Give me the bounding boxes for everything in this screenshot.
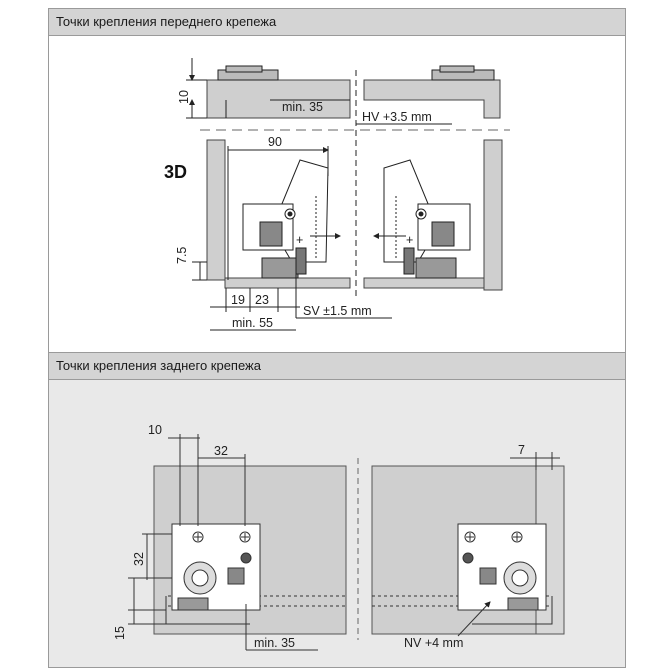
front-dim-10: 10 xyxy=(177,90,191,104)
front-left-side-wall xyxy=(206,139,226,281)
front-dim-hv: HV +3.5 mm xyxy=(362,110,432,124)
rear-dim-7: 7 xyxy=(518,443,525,457)
front-left-mechanism: + xyxy=(242,159,341,279)
rear-dim-32-vertical: 32 xyxy=(132,552,146,566)
front-left-bottom-rail xyxy=(224,277,351,289)
svg-text:+: + xyxy=(296,233,303,247)
front-3d-badge: 3D xyxy=(164,162,187,182)
rear-dim-32-horizontal: 32 xyxy=(214,444,228,458)
front-dim-7-5: 7.5 xyxy=(175,247,189,264)
front-section-title: Точки крепления переднего крепежа xyxy=(56,14,277,29)
front-dim-min35: min. 35 xyxy=(282,100,323,114)
front-dim-19: 19 xyxy=(231,293,245,307)
front-right-mechanism: + xyxy=(373,159,471,279)
rear-diagram xyxy=(128,434,565,651)
rear-section-title: Точки крепления заднего крепежа xyxy=(56,358,261,373)
front-right-bottom-rail xyxy=(363,277,485,289)
front-dim-min55: min. 55 xyxy=(232,316,273,330)
front-dim-sv: SV ±1.5 mm xyxy=(303,304,372,318)
rear-dim-15: 15 xyxy=(113,626,127,640)
front-top-fitting-right xyxy=(431,65,495,81)
front-right-side-wall xyxy=(483,139,503,291)
front-dim-90: 90 xyxy=(268,135,282,149)
svg-text:+: + xyxy=(406,233,413,247)
rear-dim-nv: NV +4 mm xyxy=(404,636,463,650)
front-section-header: Точки крепления переднего крепежа xyxy=(48,8,626,36)
front-diagram: + + xyxy=(186,58,510,331)
rear-dim-min35: min. 35 xyxy=(254,636,295,650)
front-dim-23: 23 xyxy=(255,293,269,307)
rear-dim-10: 10 xyxy=(148,423,162,437)
front-left-top-panel xyxy=(206,79,351,119)
rear-left-fitting xyxy=(171,523,261,611)
front-top-fitting-left xyxy=(217,65,279,81)
rear-section-header: Точки крепления заднего крепежа xyxy=(48,352,626,380)
front-right-top-panel xyxy=(363,79,501,119)
rear-right-fitting xyxy=(457,523,547,611)
